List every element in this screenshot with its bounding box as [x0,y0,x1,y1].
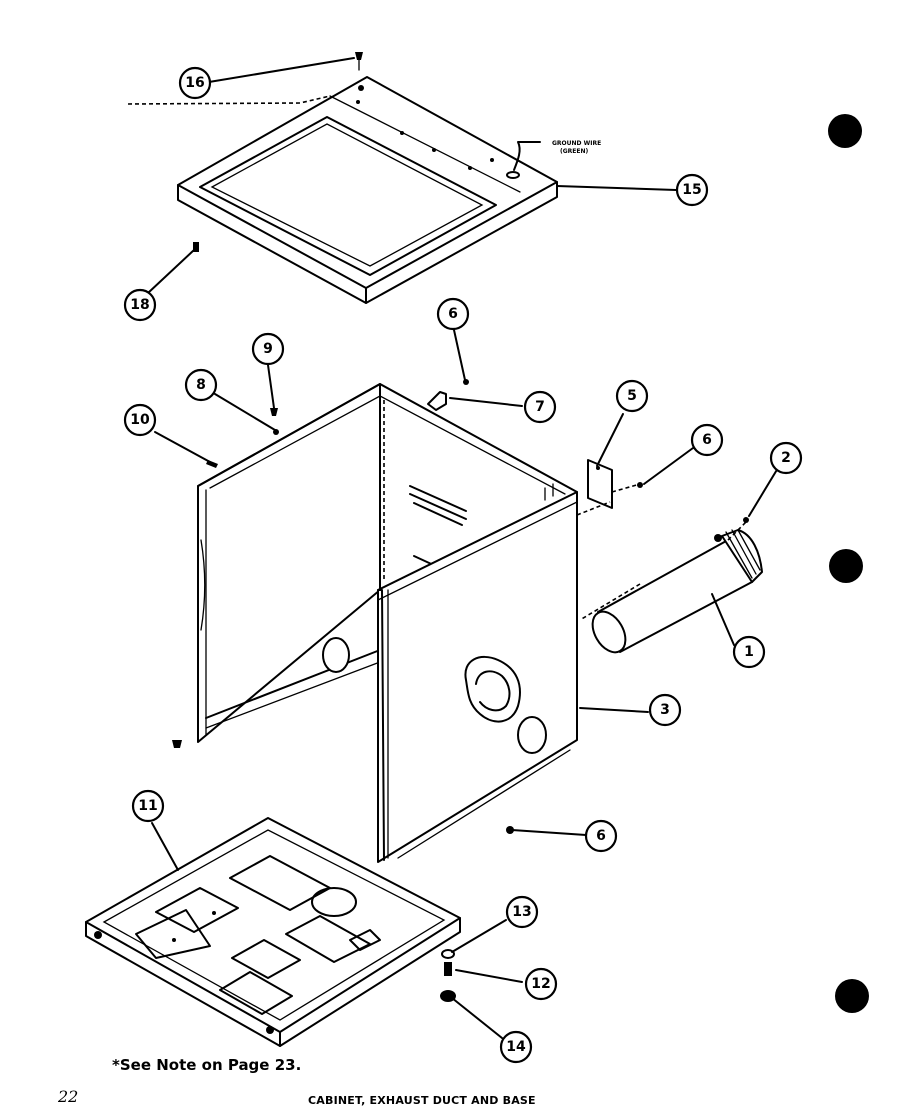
foot-assembly [440,949,456,1002]
cabinet-base [85,817,461,1047]
callout-6c: 6 [584,819,618,853]
leader-lines [147,57,779,1039]
callout-18: 18 [123,288,157,322]
svg-text:12: 12 [531,976,550,992]
svg-text:16: 16 [185,75,204,91]
svg-text:6: 6 [702,432,712,448]
page-number: 22 [57,1087,78,1106]
svg-text:14: 14 [506,1039,526,1055]
svg-text:11: 11 [138,798,157,814]
callout-13: 13 [505,895,539,929]
wire-label-line1: GROUND WIRE [552,140,601,147]
ground-wire: GROUND WIRE (GREEN) [506,140,601,179]
binder-holes [828,114,869,1013]
svg-text:9: 9 [263,341,273,357]
callout-16: 16 [178,66,212,100]
callout-1: 1 [732,635,766,669]
svg-text:10: 10 [130,412,150,428]
footnote: *See Note on Page 23. [112,1056,301,1074]
svg-text:5: 5 [627,388,637,404]
svg-text:2: 2 [781,450,791,466]
callout-3: 3 [648,693,682,727]
callout-12: 12 [524,967,558,1001]
callout-9: 9 [251,332,285,366]
figure-caption: CABINET, EXHAUST DUCT AND BASE [308,1094,536,1107]
svg-text:3: 3 [660,702,670,718]
callout-6a: 6 [436,297,470,331]
svg-text:18: 18 [130,297,149,313]
callout-15: 15 [675,173,709,207]
cabinet-body [172,383,578,863]
exhaust-duct [579,517,763,654]
callout-6b: 6 [690,423,724,457]
callout-2: 2 [769,441,803,475]
callout-10: 10 [123,403,157,437]
callout-11: 11 [131,789,165,823]
duct-plate [576,459,643,516]
svg-text:6: 6 [448,306,458,322]
svg-text:6: 6 [596,828,606,844]
callout-14: 14 [499,1030,533,1064]
screws-top [193,52,364,252]
callout-7: 7 [523,390,557,424]
svg-text:13: 13 [512,904,531,920]
cabinet-top [127,76,558,304]
wire-label-line2: (GREEN) [560,148,589,155]
svg-text:15: 15 [682,182,701,198]
svg-text:7: 7 [535,399,545,415]
bracket [427,379,469,411]
svg-text:1: 1 [744,644,754,660]
callout-8: 8 [184,368,218,402]
svg-text:8: 8 [196,377,206,393]
callout-5: 5 [615,379,649,413]
